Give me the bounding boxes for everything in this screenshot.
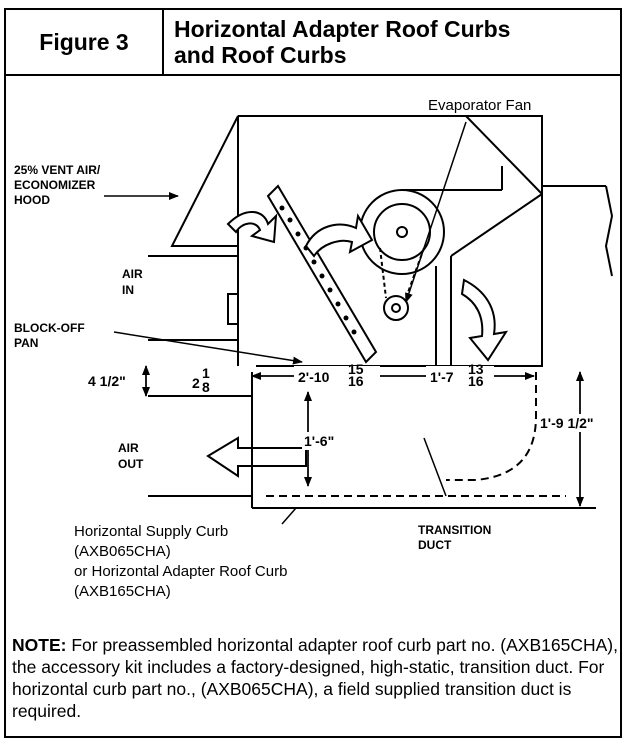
figure-header: Figure 3 Horizontal Adapter Roof Curbs a… <box>6 10 620 76</box>
note-block: NOTE: For preassembled horizontal adapte… <box>12 634 618 722</box>
dim-left-gap-den: 8 <box>202 379 210 395</box>
dim-span-b-num: 13 <box>468 361 484 377</box>
transition-duct-label-line-1: TRANSITION <box>418 523 491 537</box>
damper-assembly <box>266 184 378 364</box>
air-in-duct <box>148 255 239 341</box>
hood-label-line-3: HOOD <box>14 193 50 207</box>
hood-label-line-2: ECONOMIZER <box>14 178 96 192</box>
air-out-label-line-2: OUT <box>118 457 144 471</box>
supply-curb-label-line-1: Horizontal Supply Curb <box>74 523 228 540</box>
dim-span-a-num: 15 <box>348 361 364 377</box>
note-label: NOTE: <box>12 635 67 655</box>
figure-label: Figure 3 <box>6 10 164 74</box>
roof-curb <box>148 372 596 509</box>
figure-title-line-1: Horizontal Adapter Roof Curbs <box>174 16 511 42</box>
dim-span-a-whole: 2'-10 <box>298 369 330 385</box>
dim-curb-height: 1'-9 1/2" <box>540 415 594 431</box>
figure-frame: Figure 3 Horizontal Adapter Roof Curbs a… <box>4 8 622 738</box>
air-in-label-line-1: AIR <box>122 267 143 281</box>
dim-span-b-den: 16 <box>468 373 484 389</box>
supply-curb-label-line-3: or Horizontal Adapter Roof Curb <box>74 563 287 580</box>
economizer-hood <box>170 115 239 247</box>
airflow-arrows <box>206 211 509 478</box>
block-off-label-line-1: BLOCK-OFF <box>14 321 85 335</box>
dim-curb-offset: 4 1/2" <box>88 373 126 389</box>
air-out-label-line-1: AIR <box>118 441 139 455</box>
evaporator-fan-label: Evaporator Fan <box>428 97 531 114</box>
block-off-label-line-2: PAN <box>14 336 38 350</box>
supply-curb-label-line-2: (AXB065CHA) <box>74 543 171 560</box>
roof-curb-diagram: Evaporator Fan 25% VENT AIR/ ECONOMIZER … <box>14 97 614 600</box>
figure-title-line-2: and Roof Curbs <box>174 42 347 68</box>
leader-lines <box>104 121 467 525</box>
note-text: For preassembled horizontal adapter roof… <box>12 635 618 721</box>
figure-title: Horizontal Adapter Roof Curbs and Roof C… <box>174 16 614 68</box>
air-in-label-line-2: IN <box>122 283 134 297</box>
dim-span-b-whole: 1'-7 <box>430 369 454 385</box>
hood-label-line-1: 25% VENT AIR/ <box>14 163 101 177</box>
dim-duct-height: 1'-6" <box>304 433 334 449</box>
dim-left-gap-num: 1 <box>202 365 210 381</box>
supply-curb-label-line-4: (AXB165CHA) <box>74 583 171 600</box>
dim-span-a-den: 16 <box>348 373 364 389</box>
dim-left-gap-whole: 2 <box>192 375 200 391</box>
transition-duct-label-line-2: DUCT <box>418 538 452 552</box>
